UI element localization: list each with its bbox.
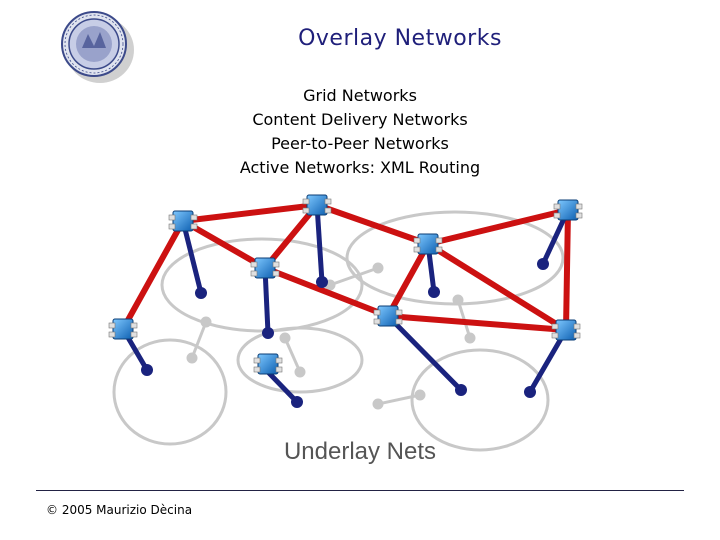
host-node-icon bbox=[141, 364, 153, 376]
router-node-icon bbox=[553, 199, 583, 221]
access-links bbox=[120, 202, 571, 405]
list-item: Content Delivery Networks bbox=[252, 110, 468, 129]
university-seal-icon bbox=[61, 11, 134, 83]
router-node-icon bbox=[302, 194, 332, 216]
host-node-icon bbox=[316, 276, 328, 288]
host-node-icon bbox=[195, 287, 207, 299]
underlay-label: Underlay Nets bbox=[283, 438, 437, 465]
host-node-icon bbox=[428, 286, 440, 298]
host-node-icon bbox=[455, 384, 467, 396]
footer-divider bbox=[36, 490, 684, 491]
host-node-icon bbox=[262, 327, 274, 339]
underlay-ellipse bbox=[112, 338, 228, 446]
hosts bbox=[141, 258, 549, 408]
host-node-icon bbox=[537, 258, 549, 270]
list-item: Grid Networks bbox=[303, 86, 417, 105]
list-item: Active Networks: XML Routing bbox=[239, 158, 481, 177]
network-types-list: Grid Networks Content Delivery Networks … bbox=[150, 84, 570, 180]
overlay-links bbox=[120, 202, 571, 333]
university-seal-logo bbox=[58, 6, 136, 84]
router-node-icon bbox=[413, 233, 443, 255]
list-item: Peer-to-Peer Networks bbox=[271, 134, 449, 153]
copyright-text: © 2005 Maurizio Dècina bbox=[46, 503, 193, 517]
router-node-icon bbox=[108, 318, 138, 340]
underlay-links bbox=[186, 262, 476, 410]
underlay-ellipse bbox=[236, 326, 364, 394]
overlay-network-diagram bbox=[108, 194, 583, 452]
router-node-icon bbox=[551, 319, 581, 341]
slide-title: Overlay Networks bbox=[298, 26, 502, 51]
host-node-icon bbox=[291, 396, 303, 408]
router-node-icon bbox=[253, 353, 283, 375]
underlay-ellipse bbox=[410, 348, 550, 452]
router-node-icon bbox=[250, 257, 280, 279]
router-node-icon bbox=[168, 210, 198, 232]
underlay-networks bbox=[112, 210, 565, 452]
router-node-icon bbox=[373, 305, 403, 327]
host-node-icon bbox=[524, 386, 536, 398]
underlay-ellipse bbox=[160, 237, 364, 333]
